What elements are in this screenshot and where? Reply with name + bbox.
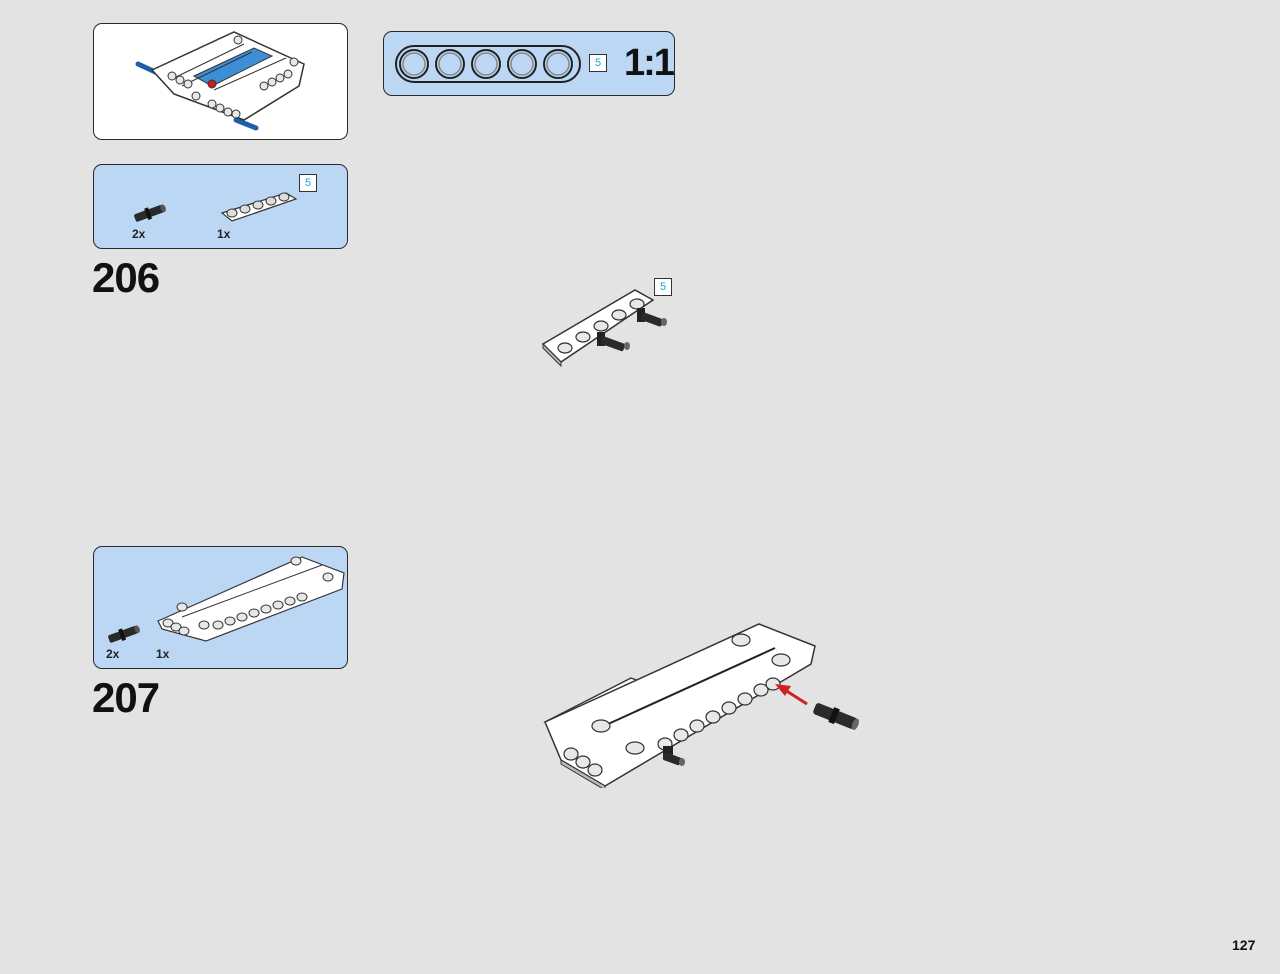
- scale-ratio-label: 1:1: [624, 42, 675, 84]
- submodel-reference-callout: [93, 23, 348, 140]
- step-206-model-illustration: [541, 289, 667, 368]
- part-qty-panel: 1x: [156, 647, 170, 661]
- step-207-parts-callout: 2x 1x: [93, 546, 348, 669]
- scale-length-badge: 5: [589, 54, 607, 72]
- step-206-parts-callout: 2x 1x 5: [93, 164, 348, 249]
- part-qty-beam: 1x: [217, 227, 231, 241]
- part-qty-pin: 2x: [106, 647, 120, 661]
- friction-pin-part-icon: [134, 204, 166, 222]
- step-206-model-length-badge: 5: [654, 278, 672, 296]
- beam-scale-outline: [395, 45, 581, 83]
- beam-5-part-icon: [220, 192, 298, 222]
- step-number-207: 207: [92, 674, 160, 721]
- beam-length-badge: 5: [299, 174, 317, 192]
- panel-assembly-part-icon: [157, 556, 345, 642]
- step-number-206: 206: [92, 254, 160, 301]
- page-number: 127: [1232, 937, 1256, 953]
- part-qty-pin: 2x: [132, 227, 146, 241]
- friction-pin-part-icon: [108, 625, 140, 643]
- submodel-illustration: [135, 31, 305, 131]
- step-207-model-illustration: [543, 623, 859, 788]
- scale-reference-box: 5 1:1: [383, 31, 675, 96]
